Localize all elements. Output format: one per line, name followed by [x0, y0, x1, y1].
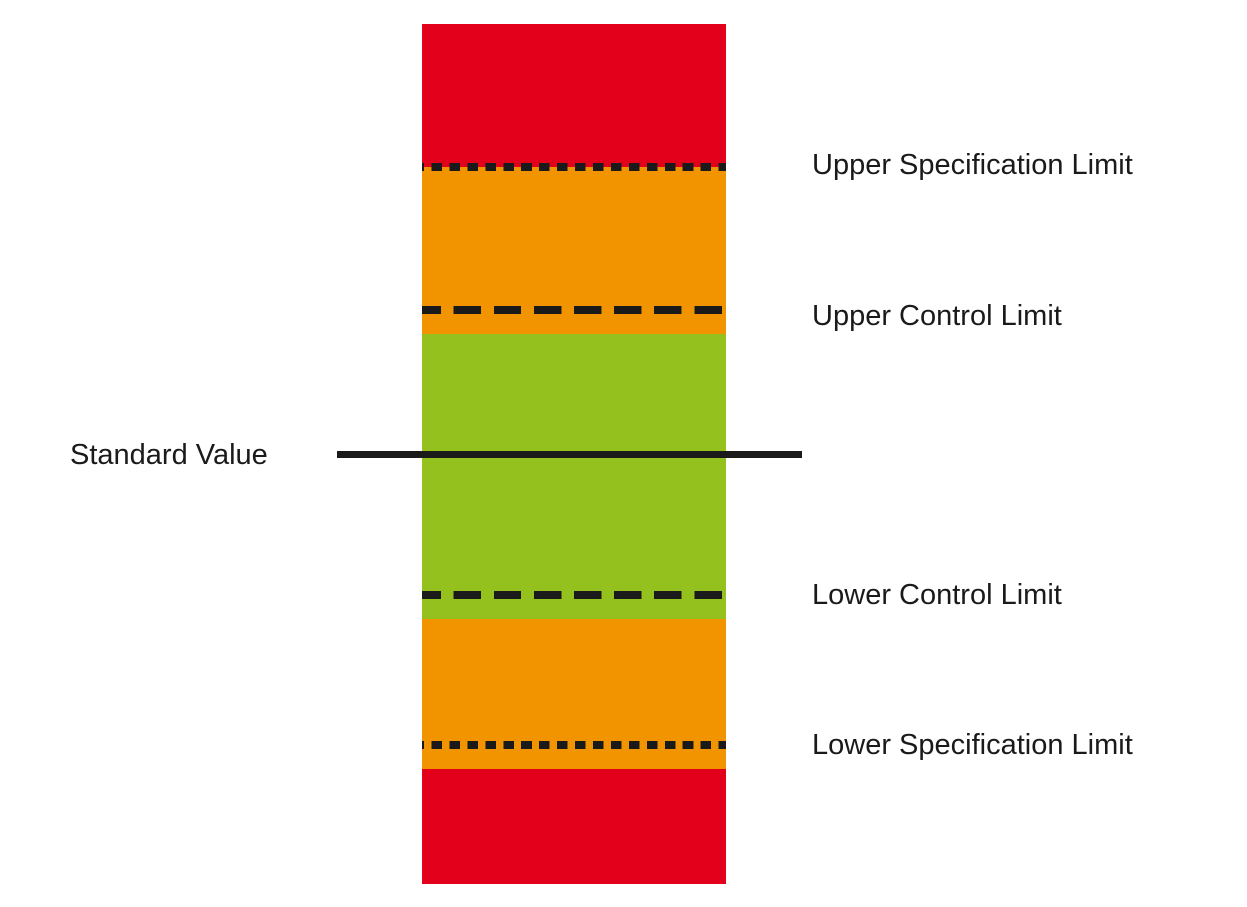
lower-specification-limit-label: Lower Specification Limit: [812, 729, 1133, 761]
lower-specification-limit-line: [422, 741, 726, 749]
upper-specification-limit-label: Upper Specification Limit: [812, 149, 1133, 181]
upper-control-limit-label: Upper Control Limit: [812, 300, 1062, 332]
lower-control-limit-line: [422, 591, 726, 599]
zone-band-above-upper-spec: [422, 24, 726, 167]
lower-control-limit-label: Lower Control Limit: [812, 579, 1062, 611]
zone-band-in-control: [422, 334, 726, 619]
zone-band-below-lower-spec: [422, 769, 726, 884]
upper-control-limit-line: [422, 306, 726, 314]
zone-bar: [422, 24, 726, 884]
standard-value-label: Standard Value: [70, 439, 268, 471]
standard-value-line: [337, 451, 802, 458]
upper-specification-limit-line: [422, 163, 726, 171]
